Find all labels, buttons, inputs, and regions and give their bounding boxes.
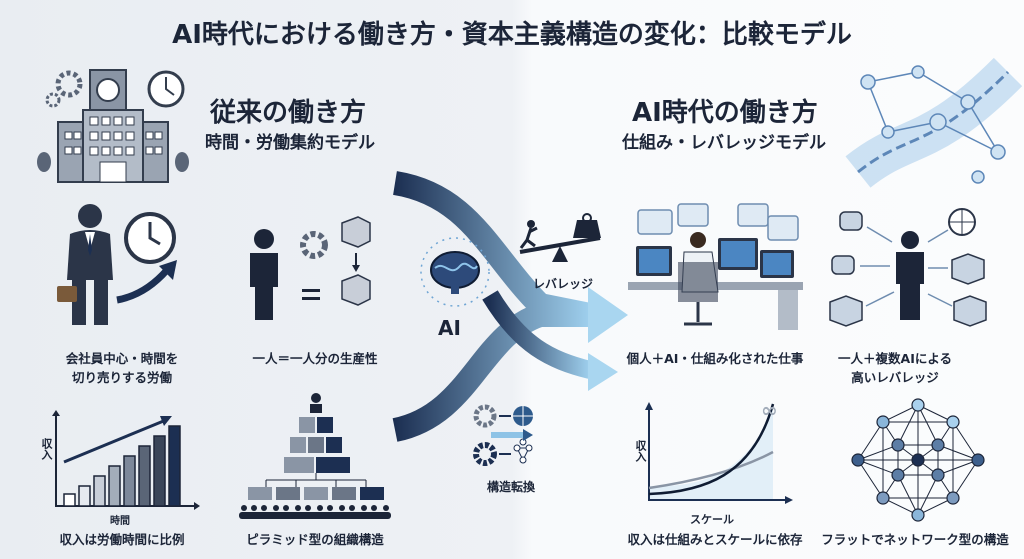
ai-label: AI	[438, 316, 461, 340]
left-heading: 従来の働き方	[210, 98, 367, 128]
caption-line: 会社員中心・時間を	[65, 351, 179, 366]
curve-chart-y-label: 収入	[634, 440, 647, 462]
right-caption-3: 収入は仕組みとスケールに依存	[627, 530, 802, 549]
right-caption-4: フラットでネットワーク型の構造	[821, 530, 1009, 549]
caption-line: 高いレバレッジ	[851, 370, 939, 385]
left-caption-3: 収入は労働時間に比例	[59, 530, 184, 549]
caption-line: フラットでネットワーク型の構造	[821, 532, 1009, 547]
caption-line: 一人＋複数AIによる	[838, 351, 952, 366]
page-title: AI時代における働き方・資本主義構造の変化：比較モデル	[172, 20, 852, 50]
income-time-bar-chart	[52, 410, 200, 510]
structural-transform-icon	[473, 404, 533, 466]
bar-chart-x-label: 時間	[110, 516, 130, 527]
left-caption-4: ピラミッド型の組織構造	[246, 530, 384, 549]
office-building-icon	[37, 69, 189, 183]
ai-network-flow-icon	[845, 57, 1023, 188]
income-scale-curve-chart	[645, 402, 793, 504]
caption-line: 収入は労働時間に比例	[59, 532, 185, 547]
flat-network-structure	[851, 398, 985, 522]
ai-brain-icon	[420, 237, 490, 307]
caption-line: 個人＋AI・仕組み化された仕事	[626, 351, 804, 366]
caption-line: 一人＝一人分の生産性	[252, 351, 378, 366]
caption-line: ピラミッド型の組織構造	[246, 532, 384, 547]
left-caption-2: 一人＝一人分の生産性	[252, 349, 377, 368]
caption-line: 収入は仕組みとスケールに依存	[627, 532, 803, 547]
bar-chart-y-label: 収入	[40, 438, 53, 460]
leverage-label: レバレッジ	[533, 277, 594, 291]
caption-line: 切り売りする労働	[71, 370, 173, 385]
transform-label: 構造転換	[487, 480, 536, 494]
right-caption-2: 一人＋複数AIによる高いレバレッジ	[838, 349, 952, 387]
person-ai-workstation-icon	[628, 203, 803, 330]
right-heading: AI時代の働き方	[632, 98, 818, 128]
left-caption-1: 会社員中心・時間を切り売りする労働	[66, 349, 179, 387]
left-subheading: 時間・労働集約モデル	[205, 133, 375, 153]
infinity-label: ∞	[761, 398, 778, 422]
curve-chart-x-label: スケール	[690, 513, 734, 526]
person-equals-box-icon	[250, 216, 371, 320]
person-multiple-ai-icon	[829, 208, 987, 327]
right-subheading: 仕組み・レバレッジモデル	[622, 133, 826, 153]
businessman-clock-icon	[57, 204, 177, 325]
right-caption-1: 個人＋AI・仕組み化された仕事	[627, 349, 804, 368]
transition-arrows	[392, 171, 628, 442]
leverage-seesaw-icon	[519, 213, 601, 262]
pyramid-org-chart	[239, 393, 391, 519]
